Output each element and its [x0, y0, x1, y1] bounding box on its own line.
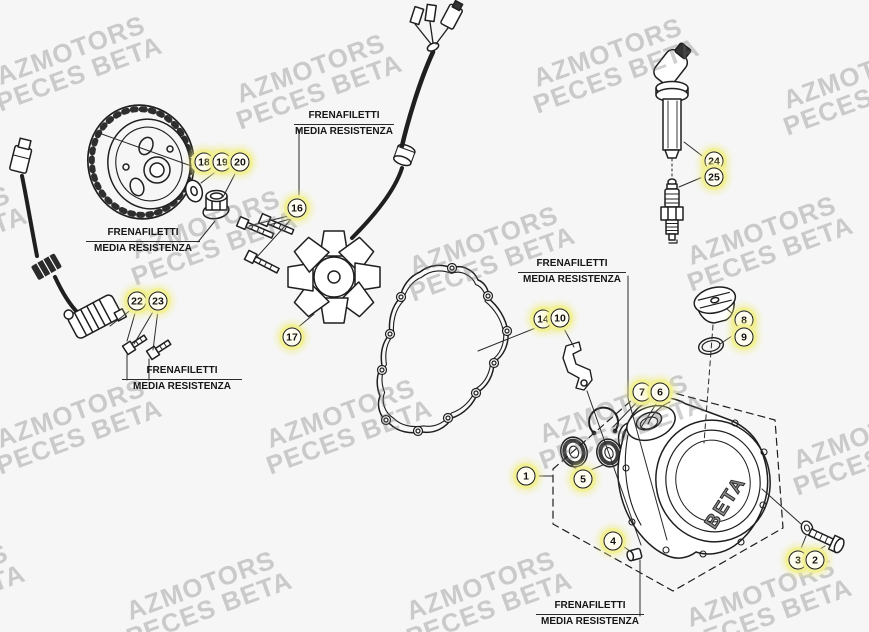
- cable-guide-bracket: [562, 341, 593, 391]
- callout-9[interactable]: 9: [734, 327, 754, 347]
- callout-23[interactable]: 23: [148, 291, 168, 311]
- callout-16[interactable]: 16: [287, 198, 307, 218]
- oil-filler-cap: [693, 286, 737, 324]
- spark-plug: [660, 158, 684, 244]
- callout-18[interactable]: 18: [194, 152, 214, 172]
- callout-2[interactable]: 2: [805, 550, 825, 570]
- stator-wire: [350, 0, 464, 240]
- flywheel-nut: [202, 189, 230, 220]
- leader-lines: [95, 128, 826, 617]
- cover-plug: [626, 547, 643, 562]
- callout-19[interactable]: 19: [212, 152, 232, 172]
- flywheel: [86, 104, 196, 220]
- callout-1[interactable]: 1: [516, 466, 536, 486]
- callout-10[interactable]: 10: [550, 308, 570, 328]
- callout-25[interactable]: 25: [704, 167, 724, 187]
- clutch-cover-gasket: [376, 262, 513, 437]
- callout-22[interactable]: 22: [127, 291, 147, 311]
- callout-6[interactable]: 6: [650, 382, 670, 402]
- callout-5[interactable]: 5: [573, 469, 593, 489]
- callout-4[interactable]: 4: [603, 531, 623, 551]
- clutch-cover: [617, 397, 771, 559]
- stator-bolts: [235, 212, 295, 274]
- flywheel-washer: [184, 179, 204, 203]
- cover-bolt: [807, 528, 845, 554]
- ignition-coil: [653, 42, 692, 159]
- stator: [287, 230, 381, 324]
- callout-7[interactable]: 7: [632, 382, 652, 402]
- callout-17[interactable]: 17: [282, 327, 302, 347]
- pickup-coil-assembly: [9, 137, 172, 361]
- callout-20[interactable]: 20: [230, 152, 250, 172]
